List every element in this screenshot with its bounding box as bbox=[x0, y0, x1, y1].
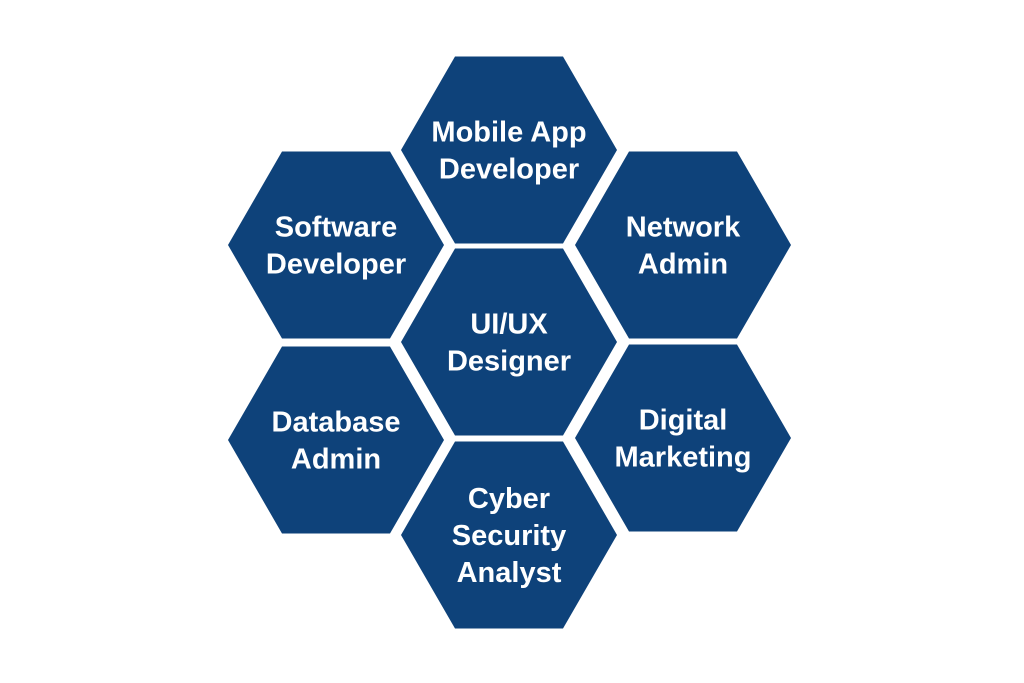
hexagon-label-line: Cyber bbox=[468, 483, 550, 515]
hexagon-label-line: Software bbox=[275, 212, 397, 244]
hexagon-shape bbox=[575, 151, 791, 339]
hexagon-label-line: Admin bbox=[638, 249, 728, 281]
hexagon-shape bbox=[401, 248, 617, 436]
hexagon-label-line: Database bbox=[272, 407, 401, 439]
hexagon-shape bbox=[228, 151, 444, 339]
hexagon-label-line: Network bbox=[626, 212, 741, 244]
hexagon-label-line: Analyst bbox=[457, 557, 562, 589]
hexagon-label-line: UI/UX bbox=[470, 309, 548, 341]
hexagon-label-line: Admin bbox=[291, 444, 381, 476]
hexagon-label-line: Mobile App bbox=[431, 117, 586, 149]
hexagon-label-line: Digital bbox=[639, 405, 728, 437]
hexagon-group: Mobile AppDeveloperSoftwareDeveloperNetw… bbox=[228, 56, 791, 629]
hexagon-label-line: Marketing bbox=[615, 442, 752, 474]
hexagon-shape bbox=[575, 344, 791, 532]
hexagon-label-line: Developer bbox=[266, 249, 406, 281]
hexagon-ui-ux-designer: UI/UX Designer bbox=[401, 248, 617, 436]
hexagon-label-line: Security bbox=[452, 520, 566, 552]
hexagon-shape bbox=[401, 441, 617, 629]
hexagon-shape bbox=[228, 346, 444, 534]
hexagon-label-line: Designer bbox=[447, 346, 571, 378]
hexagon-label-line: Developer bbox=[439, 154, 579, 186]
hexagon-shape bbox=[401, 56, 617, 244]
